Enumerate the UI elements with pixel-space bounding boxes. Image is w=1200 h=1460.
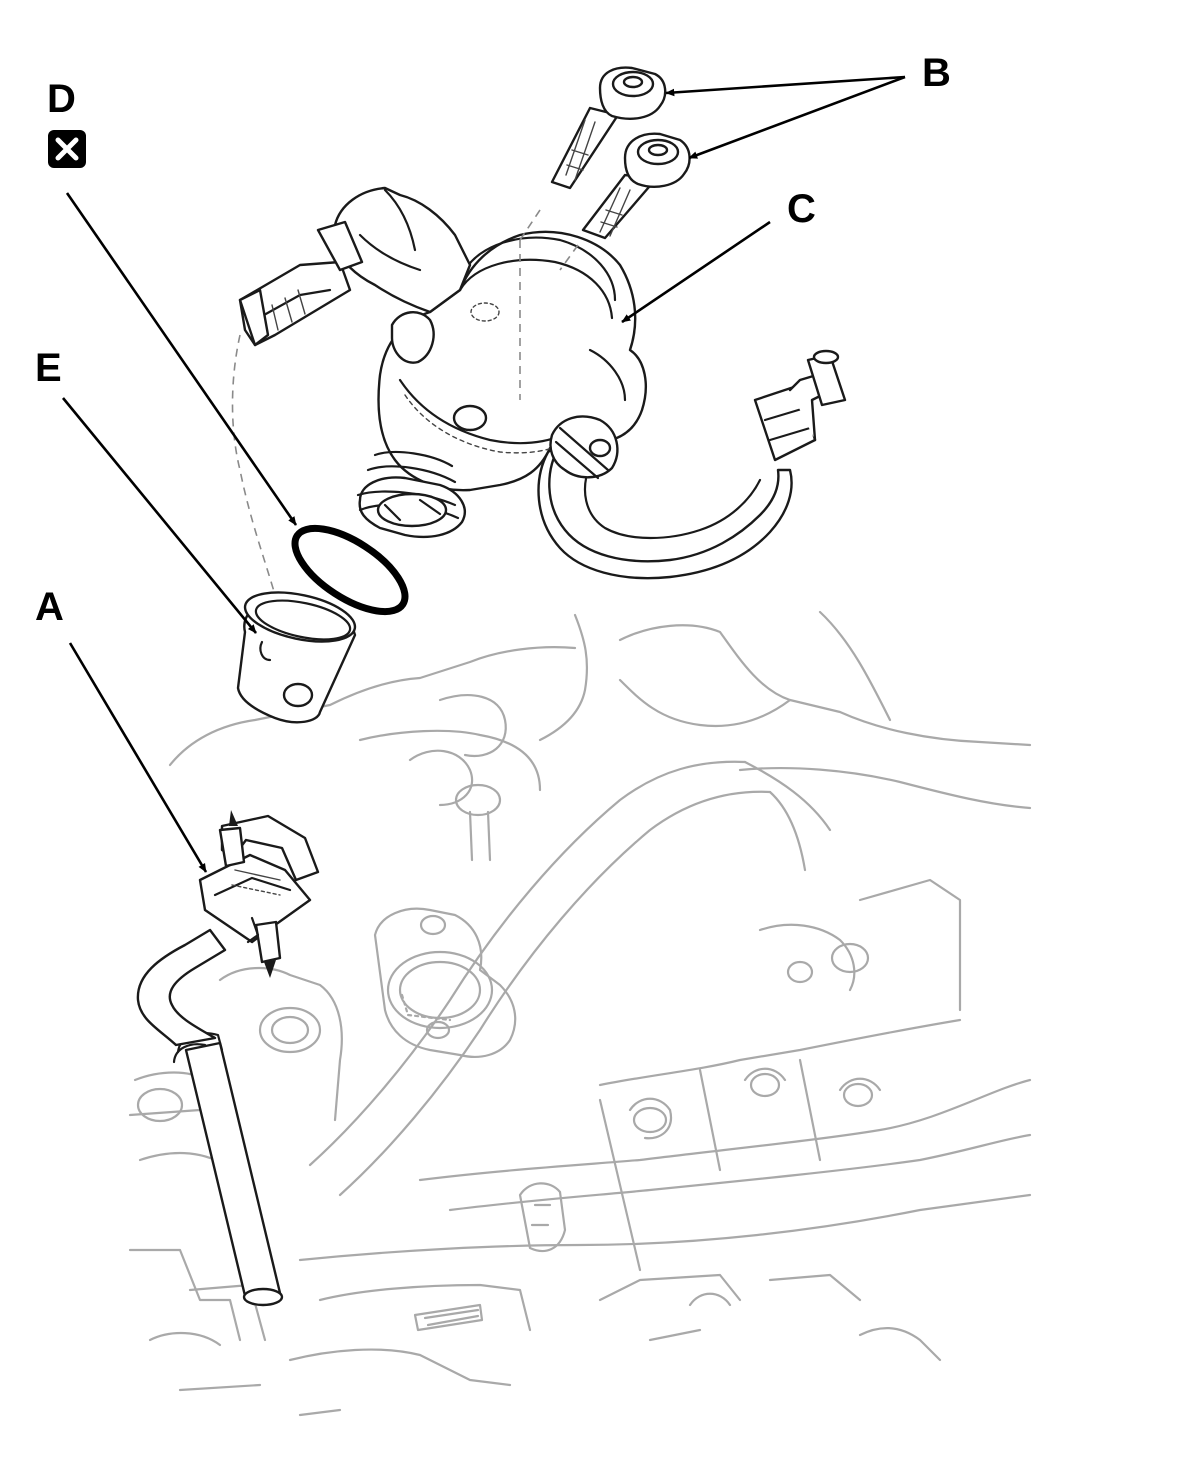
fuel-feed-pipe-a: [136, 810, 320, 1307]
o-ring-d: [291, 524, 409, 616]
lifter-sleeve-e: [231, 334, 357, 724]
callout-label-a: A: [35, 585, 64, 629]
leader-lines: [61, 75, 906, 873]
engine-background: [128, 610, 1032, 1417]
callout-label-b: B: [922, 51, 951, 95]
callout-label-c: C: [787, 187, 816, 231]
callout-label-e: E: [35, 346, 62, 390]
callout-label-d: D: [47, 77, 76, 121]
replace-part-icon: [48, 130, 86, 168]
bolts-b: [519, 66, 691, 271]
high-pressure-fuel-pump-c: [238, 186, 847, 580]
